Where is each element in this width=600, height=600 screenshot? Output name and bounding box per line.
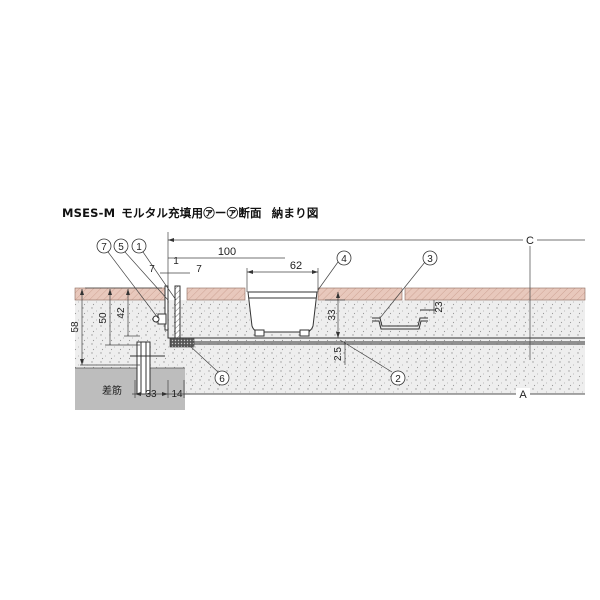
title-description: モルタル充填用 <box>121 206 204 220</box>
rubber-pad <box>169 337 195 348</box>
dim-23: 23 <box>434 301 445 313</box>
arrowheads <box>80 238 340 396</box>
dim-100: 100 <box>218 246 236 258</box>
dim-33-vertical: 33 <box>327 309 338 321</box>
rebar <box>130 341 165 395</box>
section-from: ㋐ <box>203 206 215 220</box>
callout-1: 1 <box>131 238 147 254</box>
dim-58: 58 <box>70 321 81 333</box>
dim-50: 50 <box>98 312 109 324</box>
title-suffix: 納まり図 <box>271 206 319 220</box>
dim-42: 42 <box>116 307 127 319</box>
dim-7-left: 7 <box>149 264 155 275</box>
dim-2-5: 2.5 <box>333 347 344 361</box>
dim-A: A <box>519 389 527 401</box>
svg-text:5: 5 <box>118 242 124 253</box>
section-dash: ー <box>214 206 227 220</box>
cover-plate <box>185 337 585 345</box>
leader-lines <box>107 251 426 373</box>
svg-text:6: 6 <box>219 374 225 385</box>
mortar-bed <box>75 300 585 394</box>
dim-14: 14 <box>171 389 183 400</box>
callout-7: 7 <box>96 238 112 254</box>
drain-box <box>247 291 318 337</box>
svg-text:4: 4 <box>341 254 347 265</box>
callout-2: 2 <box>390 370 406 386</box>
floor-tiles <box>74 287 586 301</box>
model-code: MSES-M <box>62 206 116 220</box>
callout-3: 3 <box>422 250 438 266</box>
dim-C: C <box>526 235 534 247</box>
callout-4: 4 <box>336 250 352 266</box>
callout-6: 6 <box>214 370 230 386</box>
section-label: 断面 <box>238 206 262 220</box>
dim-7-right: 7 <box>196 264 202 275</box>
section-to: ㋐ <box>226 206 239 220</box>
anchor-channel <box>372 309 436 330</box>
svg-text:7: 7 <box>101 242 107 253</box>
dim-62: 62 <box>290 260 302 272</box>
svg-text:1: 1 <box>136 242 142 253</box>
dim-33-horizontal: 33 <box>145 389 157 400</box>
svg-text:2: 2 <box>395 374 401 385</box>
rebar-label: 差筋 <box>102 384 122 397</box>
callout-5: 5 <box>113 238 129 254</box>
svg-text:3: 3 <box>427 254 433 265</box>
dim-1: 1 <box>173 256 179 267</box>
